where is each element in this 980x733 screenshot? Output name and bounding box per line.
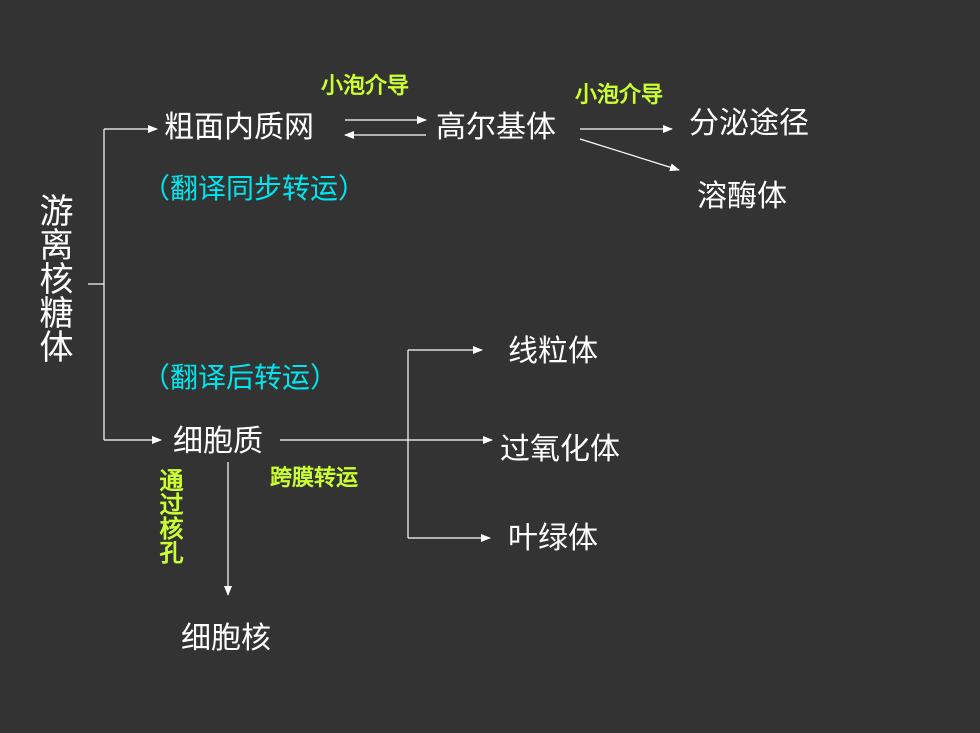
golgi-node: 高尔基体: [436, 110, 556, 145]
rough-er-node: 粗面内质网: [164, 110, 314, 145]
free-ribosome-node: 游离核糖体: [33, 193, 73, 363]
peroxisome-node: 过氧化体: [500, 432, 620, 467]
vesicle-label-1: 小泡介导: [321, 74, 410, 99]
posttranslational-label: （翻译后转运）: [142, 361, 339, 394]
transmembrane-label: 跨膜转运: [270, 466, 359, 491]
arrow-golgi-to-lysosome: [579, 138, 680, 172]
chloroplast-node: 叶绿体: [508, 521, 598, 556]
cytoplasm-node: 细胞质: [173, 424, 263, 459]
mitochondria-node: 线粒体: [508, 334, 598, 369]
secretion-node: 分泌途径: [689, 106, 809, 141]
lysosome-node: 溶酶体: [697, 179, 787, 214]
cotranslational-label: （翻译同步转运）: [142, 172, 367, 205]
nuclear-pore-label: 通过核孔: [155, 468, 183, 564]
nucleus-node: 细胞核: [181, 621, 271, 656]
vesicle-label-2: 小泡介导: [575, 83, 664, 108]
